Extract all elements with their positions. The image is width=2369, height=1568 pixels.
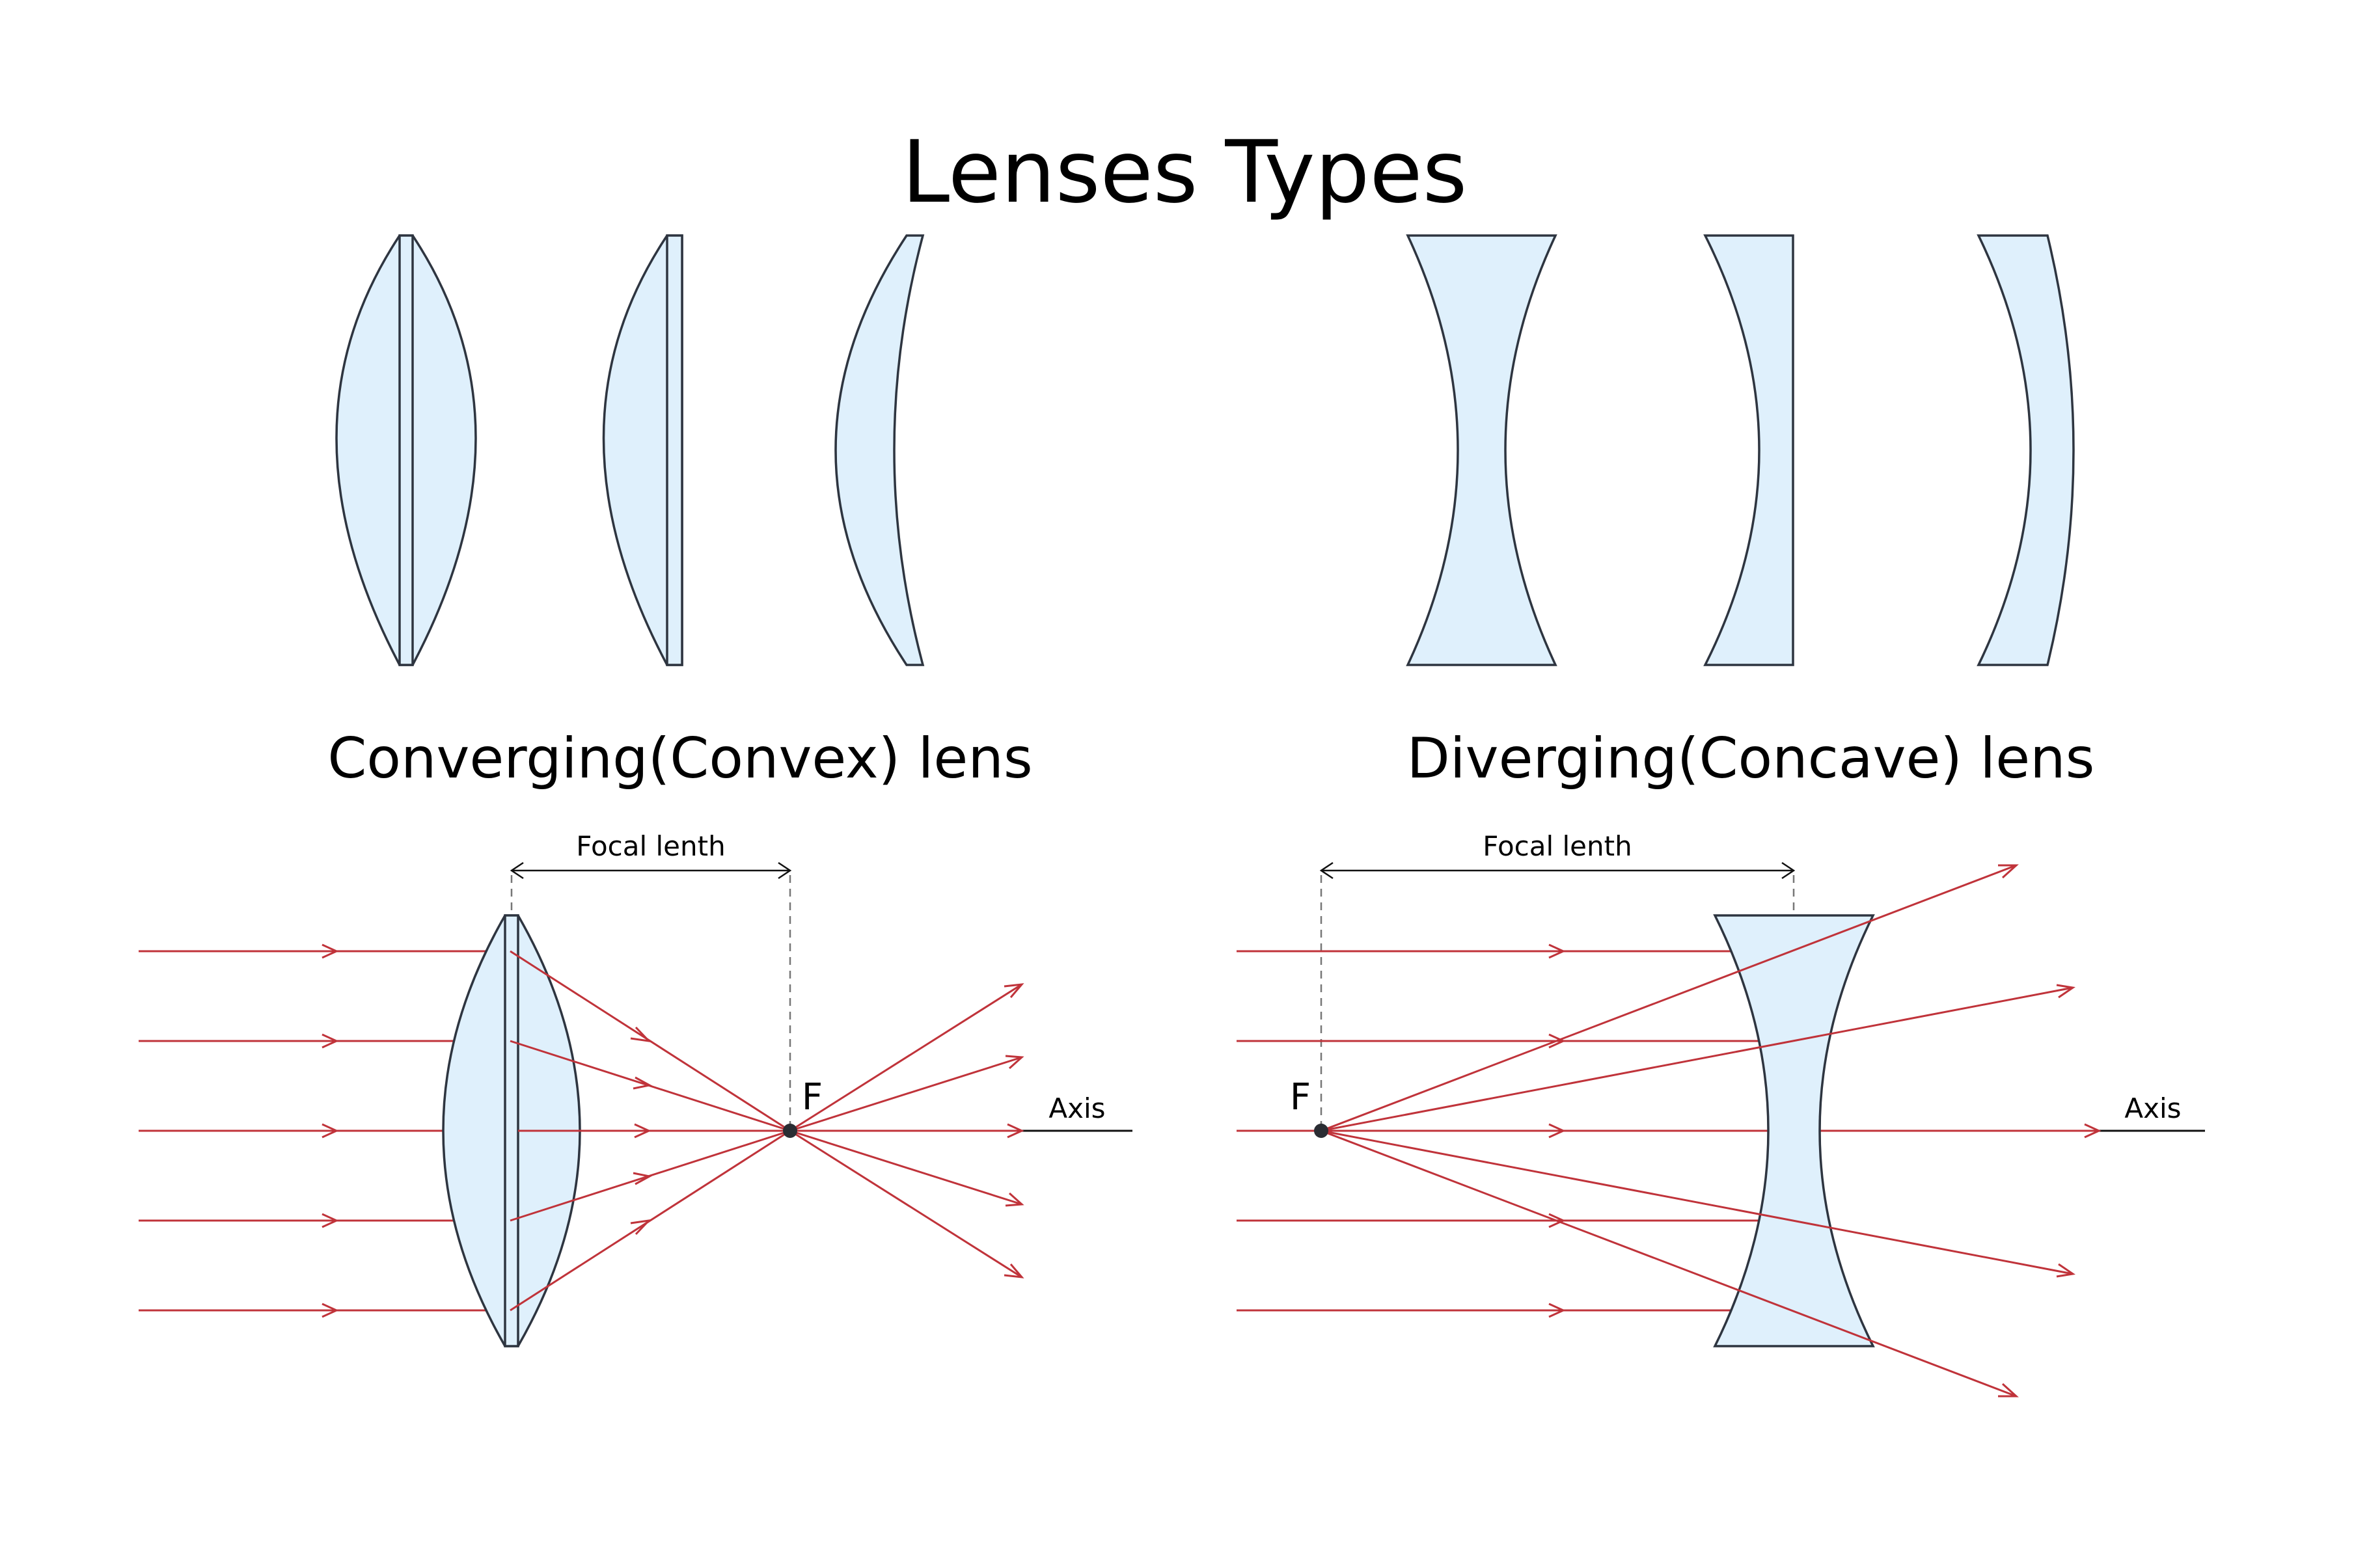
converging-focal-point-label: F [802,1076,823,1118]
plano-convex-lens [602,234,683,666]
negative-meniscus-lens [1977,234,2075,666]
diverging-focal-point [1314,1124,1328,1138]
diverging-focal-length-label: Focal lenth [1483,830,1632,862]
biconvex-lens [335,234,477,666]
diverging-section-label: Diverging(Concave) lens [1407,726,2095,791]
converging-focal-length-label: Focal lenth [576,830,725,862]
positive-meniscus-lens [834,234,925,666]
plano-concave-lens [1703,234,1794,666]
diverging-axis-label: Axis [2124,1092,2181,1124]
page-title: Lenses Types [902,122,1468,223]
converging-focal-point [783,1124,797,1138]
diverging-focal-point-label: F [1290,1076,1311,1118]
converging-section-label: Converging(Convex) lens [327,726,1032,791]
biconcave-lens [1406,234,1557,666]
converging-axis-label: Axis [1048,1092,1105,1124]
converging-ray-diagram: Focal lenth Axis [139,830,1132,1347]
diverging-ray-diagram: Focal lenth Axis F [1237,830,2205,1398]
